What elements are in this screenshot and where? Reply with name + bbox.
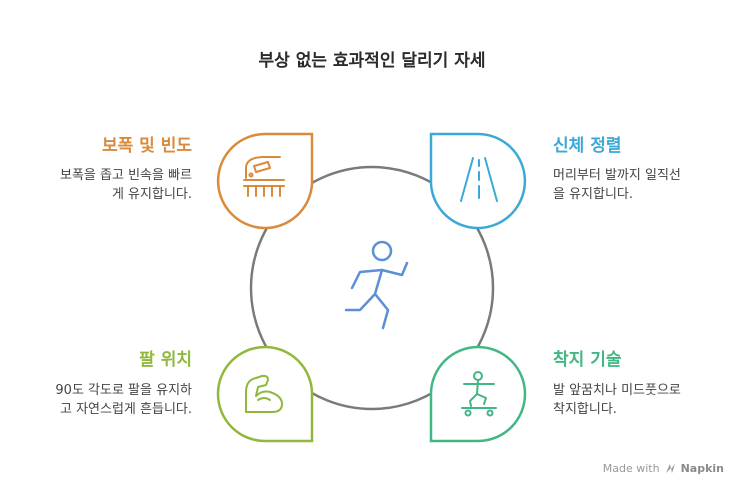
road-icon — [460, 157, 498, 202]
flexed-arm-icon — [245, 374, 283, 413]
bottom-left-heading: 팔 위치 — [139, 350, 192, 370]
bottom-right-desc-line2: 착지합니다. — [553, 402, 617, 417]
top-right-desc-line1: 머리부터 발까지 일직선 — [553, 168, 681, 183]
bottom-right-desc-line1: 발 앞꿈치나 미드풋으로 — [553, 383, 681, 398]
made-with-label: Made with — [602, 462, 660, 475]
runner-icon — [344, 240, 409, 330]
bottom-right-desc: 발 앞꿈치나 미드풋으로 착지합니다. — [553, 381, 743, 419]
page-title: 부상 없는 효과적인 달리기 자세 — [258, 51, 486, 71]
bottom-right-heading: 착지 기술 — [553, 350, 622, 370]
top-left-desc: 보폭을 좁고 빈속을 빠르 게 유지합니다. — [2, 166, 192, 204]
top-right-heading: 신체 정렬 — [553, 136, 622, 156]
top-left-desc-line1: 보폭을 좁고 빈속을 빠르 — [60, 168, 192, 183]
bottom-left-desc: 90도 각도로 팔을 유지하 고 자연스럽게 흔듭니다. — [2, 381, 192, 419]
train-icon — [243, 156, 285, 197]
center-circle — [249, 165, 495, 411]
top-right-desc-line2: 을 유지합니다. — [553, 187, 634, 202]
footer-attribution[interactable]: Made with Napkin — [603, 462, 724, 475]
top-left-heading: 보폭 및 빈도 — [101, 136, 192, 156]
bottom-left-shape — [216, 345, 314, 443]
napkin-logo-icon — [665, 464, 675, 473]
bottom-left-desc-line2: 고 자연스럽게 흔듭니다. — [60, 402, 192, 417]
top-right-desc: 머리부터 발까지 일직선 을 유지합니다. — [553, 166, 743, 204]
top-left-desc-line2: 게 유지합니다. — [111, 187, 192, 202]
top-right-shape — [429, 132, 527, 230]
skateboarder-icon — [461, 371, 497, 417]
bottom-left-desc-line1: 90도 각도로 팔을 유지하 — [55, 383, 192, 398]
napkin-brand-label: Napkin — [680, 462, 724, 475]
